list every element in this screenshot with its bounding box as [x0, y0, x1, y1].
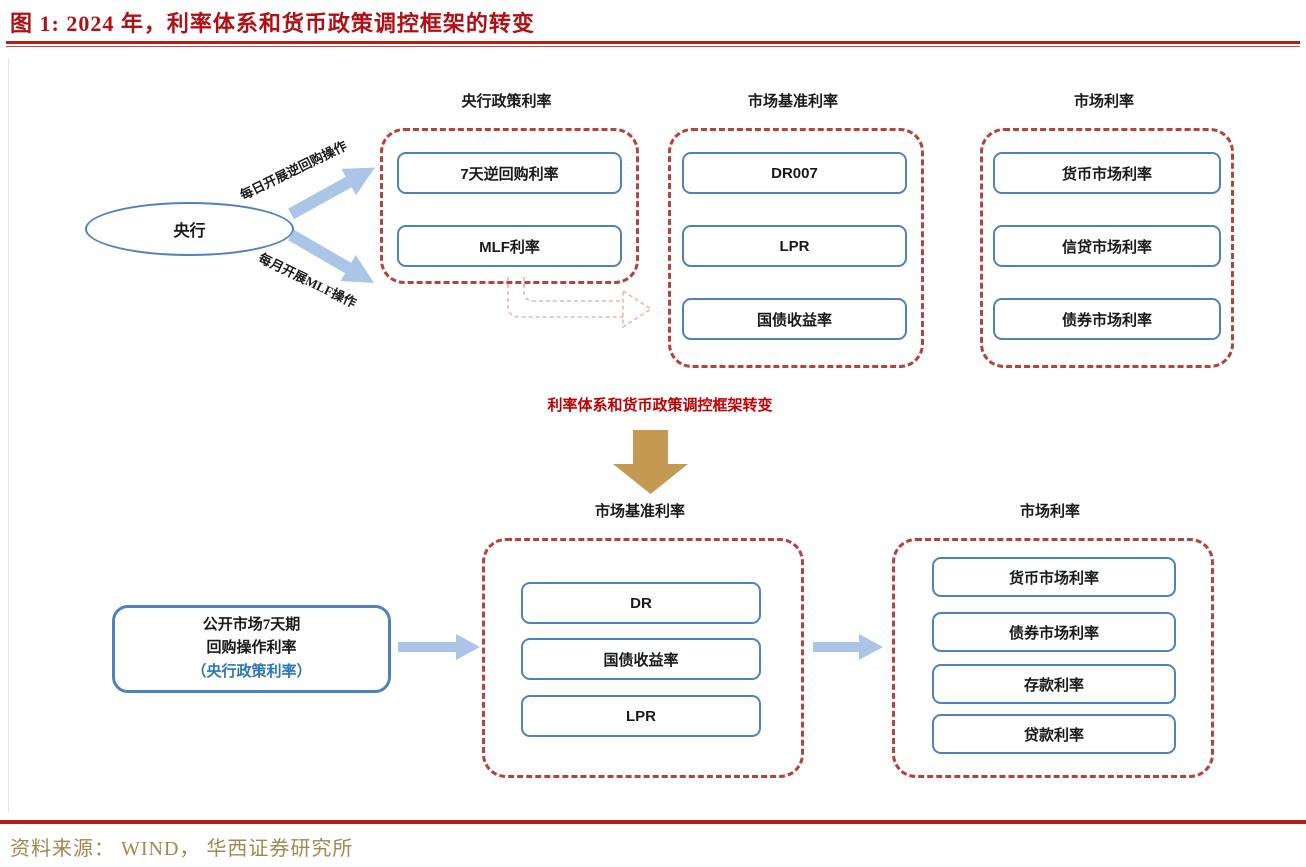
transition-label: 利率体系和货币政策调控框架转变	[547, 398, 773, 414]
bottom-group1-title: 市场基准利率	[594, 504, 685, 520]
policy-box-line3: （央行政策利率）	[191, 663, 312, 680]
arrow-right-icon-1	[398, 634, 480, 660]
policy-box-line1: 公开市场7天期	[202, 617, 301, 634]
top-group1-box	[380, 128, 639, 284]
title-rule-thick	[6, 41, 1300, 44]
node-mlf-rate: MLF利率	[397, 225, 622, 267]
bottom-group2-box	[892, 538, 1214, 778]
node-loan-rate: 贷款利率	[932, 714, 1176, 754]
node-bond-market-rate-2: 债券市场利率	[932, 612, 1176, 652]
source-rule	[0, 820, 1306, 824]
node-deposit-rate: 存款利率	[932, 664, 1176, 704]
top-group3-box	[980, 128, 1234, 368]
arrow-right-icon-2	[813, 634, 883, 660]
node-bond-market-rate: 债券市场利率	[993, 298, 1221, 340]
central-bank-label: 央行	[173, 223, 206, 240]
dashed-elbow-arrow-icon	[505, 277, 660, 332]
figure-title: 图 1: 2024 年，利率体系和货币政策调控框架的转变	[10, 11, 535, 36]
top-group2-title: 市场基准利率	[747, 94, 838, 110]
central-bank-ellipse: 央行	[85, 202, 294, 256]
arrow-down-gold-icon	[613, 430, 688, 494]
node-7day-reverse-repo-rate: 7天逆回购利率	[397, 152, 622, 194]
arrow-daily-repo-icon	[283, 153, 383, 229]
node-dr007: DR007	[682, 152, 907, 194]
node-money-market-rate: 货币市场利率	[993, 152, 1221, 194]
bottom-group2-title: 市场利率	[1019, 504, 1080, 520]
node-dr: DR	[521, 582, 761, 624]
bottom-group1-box	[482, 538, 804, 778]
figure-left-border	[8, 58, 9, 812]
policy-box-line2: 回购操作利率	[206, 640, 297, 657]
top-group3-title: 市场利率	[1073, 94, 1134, 110]
node-treasury-yield-2: 国债收益率	[521, 638, 761, 680]
top-group1-title: 央行政策利率	[461, 94, 552, 110]
node-credit-market-rate: 信贷市场利率	[993, 225, 1221, 267]
arrow-monthly-mlf-icon	[283, 220, 383, 297]
source-text: 资料来源： WIND， 华西证券研究所	[10, 838, 354, 860]
node-money-market-rate-2: 货币市场利率	[932, 557, 1176, 597]
node-lpr-2: LPR	[521, 695, 761, 737]
top-group2-box	[668, 128, 924, 368]
title-rule-thin	[6, 46, 1300, 47]
policy-rate-box: 公开市场7天期 回购操作利率 （央行政策利率）	[112, 605, 391, 693]
node-lpr: LPR	[682, 225, 907, 267]
node-treasury-yield: 国债收益率	[682, 298, 907, 340]
